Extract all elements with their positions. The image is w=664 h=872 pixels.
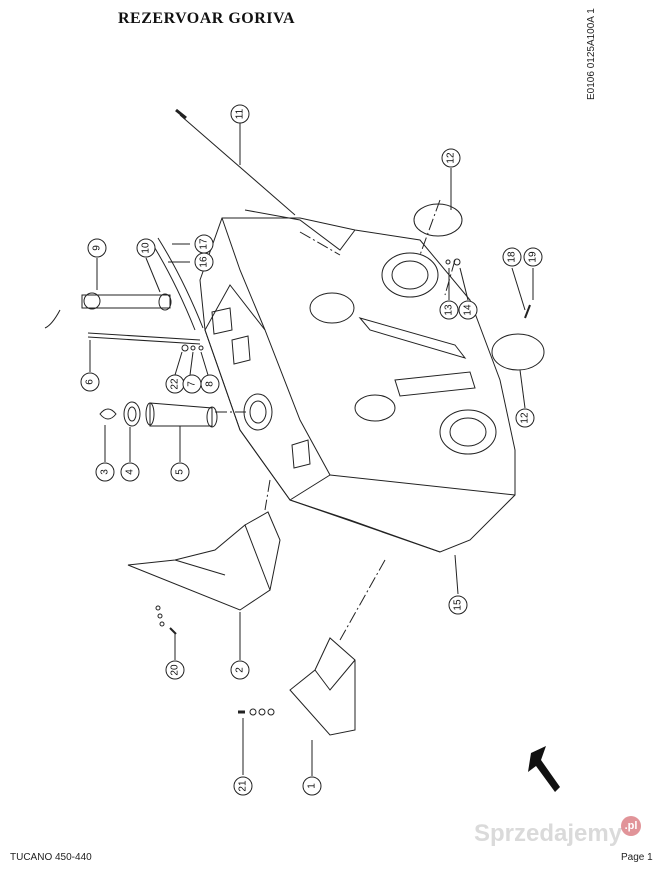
callout-number: 21 [238,780,249,792]
callout-18: 18 [502,247,522,267]
callout-number: 15 [453,599,464,611]
callout-number: 11 [235,108,246,119]
callout-15: 15 [448,595,468,615]
watermark: Sprzedajemy [474,820,623,847]
callout-number: 7 [187,381,198,387]
callout-number: 3 [100,469,111,475]
callout-number: 13 [444,304,455,316]
bracket-right [289,637,356,736]
direction-arrow [528,746,560,792]
callout-4: 4 [120,462,140,482]
callout-number: 2 [235,667,246,673]
callout-12: 12 [441,148,461,168]
callout-number: 6 [85,379,96,385]
cover-plate [491,333,545,371]
callout-number: 14 [463,304,474,316]
callout-number: 17 [199,238,210,250]
sensor-rod [179,114,296,216]
callout-number: 18 [507,251,518,263]
cover-plate [413,203,463,237]
callout-number: 19 [528,251,539,263]
callout-19: 19 [523,247,543,267]
callout-number: 9 [92,245,103,251]
callout-9: 9 [87,238,107,258]
callout-number: 5 [175,469,186,475]
callout-7: 7 [182,374,202,394]
callout-11: 11 [230,104,250,124]
callout-number: 16 [199,256,210,268]
callout-number: 22 [170,378,181,390]
callout-number: 12 [446,152,457,164]
callout-1: 1 [302,776,322,796]
callout-3: 3 [95,462,115,482]
callout-5: 5 [170,462,190,482]
callout-2: 2 [230,660,250,680]
callout-22: 22 [165,374,185,394]
footer-page: Page 1 [621,852,653,863]
fuel-tank [199,209,516,553]
callout-number: 10 [141,242,152,254]
callout-12: 12 [515,408,535,428]
callout-number: 4 [125,469,136,475]
callout-number: 1 [307,783,318,789]
callout-13: 13 [439,300,459,320]
callout-8: 8 [200,374,220,394]
callout-20: 20 [165,660,185,680]
watermark-badge: .pl [621,816,641,836]
filler-cap [99,401,218,428]
footer-model: TUCANO 450-440 [10,852,92,863]
callout-number: 20 [170,664,181,676]
page-title: REZERVOAR GORIVA [118,10,296,27]
callout-14: 14 [458,300,478,320]
callout-number: 12 [520,412,531,424]
callout-17: 17 [194,234,214,254]
callout-number: 8 [205,381,216,387]
callout-10: 10 [136,238,156,258]
callout-16: 16 [194,252,214,272]
callout-21: 21 [233,776,253,796]
callout-6: 6 [80,372,100,392]
